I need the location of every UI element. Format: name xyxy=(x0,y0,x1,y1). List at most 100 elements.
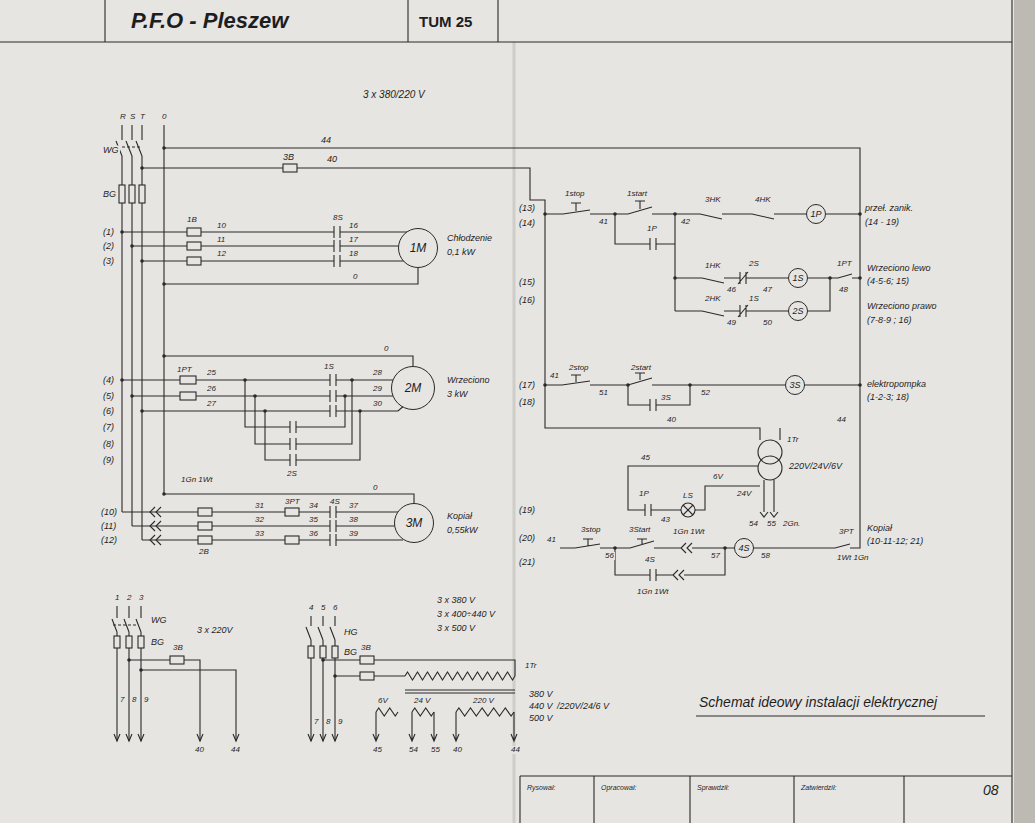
wire-label: 2S xyxy=(286,470,298,478)
lamp-circuit xyxy=(628,466,760,516)
wire-label: (6) xyxy=(102,407,115,416)
wire-label: 380 V xyxy=(528,690,554,699)
motor-symbol: 1M xyxy=(398,228,438,268)
fuse-symbol xyxy=(187,257,201,265)
wire-label: 17 xyxy=(348,236,359,244)
wire-label: 33 xyxy=(254,530,265,538)
coil-symbol: 1P xyxy=(806,204,826,224)
tap-wires xyxy=(308,712,517,741)
wire-label: 46 xyxy=(726,286,737,294)
supply-bus xyxy=(122,125,164,540)
wire-label: 0 xyxy=(352,273,358,281)
wire-label: 12 xyxy=(216,250,227,258)
wire-label: Kopiał xyxy=(446,512,473,521)
wire-label: (1-2-3; 18) xyxy=(866,393,910,402)
node-text: 4S xyxy=(738,544,749,553)
wire-label: 4HK xyxy=(754,196,772,204)
wire-label: (2) xyxy=(102,242,115,251)
wire-label: 3S xyxy=(660,394,672,402)
wire-label: 16 xyxy=(348,222,359,230)
wire-label: (15) xyxy=(518,278,536,287)
wire-label: 45 xyxy=(372,746,383,754)
wire-label: 24V xyxy=(736,490,752,498)
wire-label: 32 xyxy=(254,516,265,524)
wire-label: 39 xyxy=(348,530,359,538)
node-text: 1M xyxy=(410,242,427,254)
contact-symbol xyxy=(290,421,296,466)
fuse-symbol xyxy=(126,636,132,648)
control-row xyxy=(675,305,788,317)
contact-symbol xyxy=(330,374,336,417)
wire-label: 2 xyxy=(126,594,132,602)
wire-label: 0 xyxy=(383,345,389,353)
wire-label: (21) xyxy=(518,558,536,567)
wire-label: 18 xyxy=(348,250,359,258)
node-text: 3S xyxy=(789,381,800,390)
node-text: 2M xyxy=(405,382,422,394)
wire-label: 2Gn. xyxy=(782,520,801,528)
motor-symbol: 3M xyxy=(394,503,434,543)
wire-label: 3PT xyxy=(284,498,301,506)
wire-label: 0 xyxy=(161,113,167,121)
fuse-symbol xyxy=(283,164,297,172)
fuse-symbol xyxy=(170,656,184,664)
hold-contact xyxy=(615,214,675,311)
wire-label: 44 xyxy=(230,746,241,754)
wire-label: (17) xyxy=(518,381,536,390)
wire-label: 2B xyxy=(198,548,210,556)
wire-label: (19) xyxy=(518,506,536,515)
wire-label: 2stop xyxy=(568,364,590,372)
wire-label: 7 xyxy=(119,696,125,704)
wire-label: 31 xyxy=(254,502,265,510)
wire-label: 08 xyxy=(982,783,1000,797)
fuse-symbol xyxy=(332,646,338,658)
wire-label: 4S xyxy=(644,556,656,564)
wire-label: (14) xyxy=(518,219,536,228)
wire-label: 3PT xyxy=(838,528,855,536)
node-text: 1S xyxy=(792,274,803,283)
wire-label: 34 xyxy=(308,502,319,510)
wire-label: 3B xyxy=(172,644,184,652)
wire-label: 4S xyxy=(329,498,341,506)
wire-label: 1HK xyxy=(704,262,722,270)
wire-label: 1Gn 1Wt xyxy=(180,476,214,484)
wire-label: 40 xyxy=(326,155,338,164)
wire-label: 6 xyxy=(332,604,338,612)
fuse-symbol xyxy=(198,508,212,516)
page-edge xyxy=(1014,0,1035,823)
wire-label: 7 xyxy=(313,718,319,726)
wire-label: WG xyxy=(102,146,120,155)
wire-label: 58 xyxy=(760,552,771,560)
wire-label: 3 x 380 V xyxy=(436,596,476,605)
wire-label: 1S xyxy=(323,363,335,371)
wire-label: 5 xyxy=(320,604,326,612)
wire-label: 54 xyxy=(408,746,419,754)
control-row xyxy=(560,428,860,553)
fuse-symbol xyxy=(360,656,374,664)
wire-label: 3B xyxy=(360,644,372,652)
wire-label: (10-11-12; 21) xyxy=(866,537,924,546)
wire-label: 28 xyxy=(372,369,383,377)
contact-symbol xyxy=(334,226,340,267)
wire-label: 2S xyxy=(748,260,760,268)
switch-link xyxy=(117,146,140,147)
wire-label: 3 x 220V xyxy=(196,626,234,635)
wire-label: Rysował: xyxy=(526,784,556,791)
wire-label: 40 xyxy=(194,746,205,754)
lamp-symbol xyxy=(681,503,695,517)
wire-label: 51 xyxy=(598,389,609,397)
drawing-number: TUM 25 xyxy=(418,14,473,29)
fuse-symbol xyxy=(119,185,125,203)
wire-label: 9 xyxy=(337,718,343,726)
wire-label: 3stop xyxy=(580,526,602,534)
wire-label: 1stop xyxy=(564,190,586,198)
wire-label: 0,55kW xyxy=(446,526,479,535)
reversing-wires xyxy=(245,380,360,460)
drawing-title: P.F.O - Pleszew xyxy=(130,10,289,32)
wire-label: 44 xyxy=(320,136,332,145)
wire-label: 35 xyxy=(308,516,319,524)
wire-label: 41 xyxy=(549,372,560,380)
arrow-heads xyxy=(114,734,239,741)
wire-label: Zatwierdził: xyxy=(800,784,837,791)
thermal-relay xyxy=(180,392,196,400)
